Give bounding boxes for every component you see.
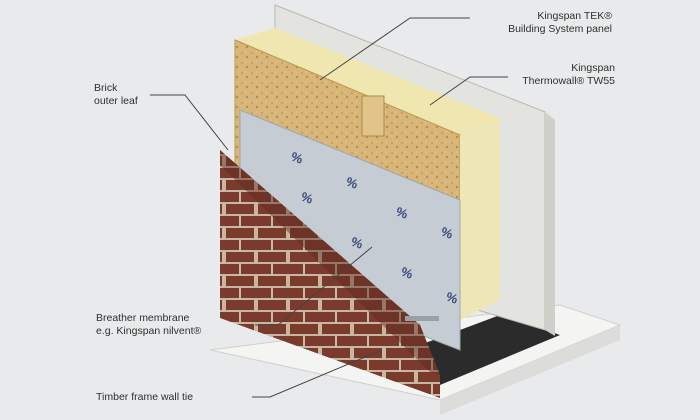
membrane-print-mark: % [349,234,365,252]
leader-membrane [255,246,373,326]
membrane-print-mark: % [344,174,360,192]
label-wall-tie: Timber frame wall tie [96,391,194,403]
label-tek-panel: Kingspan TEK® Building System panel [508,10,612,35]
timber-batten [361,95,385,137]
label-thermowall: Kingspan Thermowall® TW55 [522,62,615,87]
membrane-print-mark: % [289,149,305,167]
membrane-print-mark: % [439,224,455,242]
base-slab-front [440,325,620,415]
membrane-print-mark: % [399,264,415,282]
leader-brick [150,94,229,151]
membrane-print-marks: %%%%%%%% [289,149,460,307]
insulation-side [460,118,500,320]
leader-insulation [429,76,508,106]
leader-tie [252,349,383,398]
brick-leaf-shadow [220,150,440,375]
label-brick-outer-leaf: Brick outer leaf [94,82,138,107]
insulation-top [235,28,500,135]
leader-lines [150,17,508,398]
leader-panel [319,17,470,81]
label-breather-membrane: Breather membrane e.g. Kingspan nilvent® [96,312,202,337]
tek-panel-board-edge [545,112,555,336]
membrane-print-mark: % [299,189,315,207]
brick-outer-leaf [220,150,440,398]
membrane-print-mark: % [394,204,410,222]
membrane-print-mark: % [444,289,460,307]
timber-frame-wall-tie [405,316,439,321]
